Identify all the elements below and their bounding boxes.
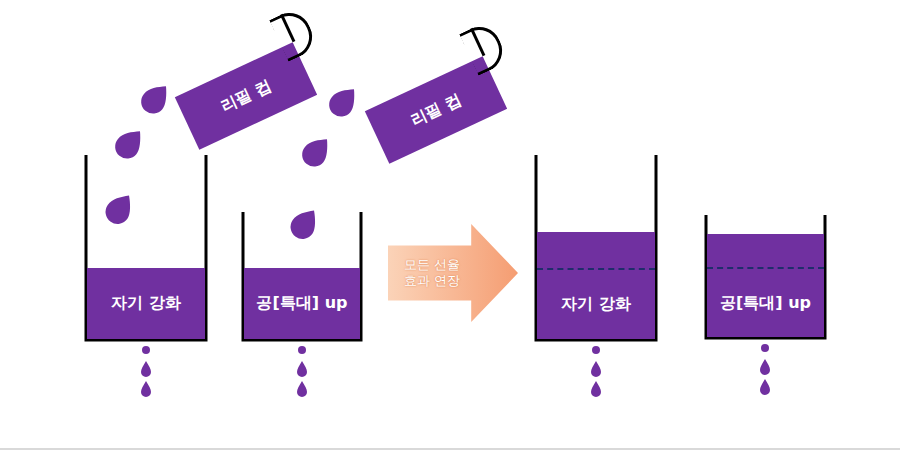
liquid-band: 자기 강화 xyxy=(537,232,655,339)
refill-cup: 리필 컵 xyxy=(365,56,507,164)
cup-outline xyxy=(86,155,825,340)
cup-rim xyxy=(470,28,485,56)
arrow-label: 모든 선율 효과 연장 xyxy=(396,257,468,290)
cup-rim xyxy=(280,14,295,42)
node-label: 리필 컵 xyxy=(407,89,464,131)
bottom-rule xyxy=(0,448,900,450)
node-label: 공[특대] up xyxy=(720,293,811,314)
leaking-drops xyxy=(141,344,770,397)
cup-handle xyxy=(459,20,509,76)
liquid-band: 자기 강화 xyxy=(87,268,205,339)
node-label: 자기 강화 xyxy=(561,294,631,315)
arrow-shape: 모든 선율 효과 연장 xyxy=(388,224,518,322)
node-label: 자기 강화 xyxy=(111,293,181,314)
previous-level-line xyxy=(537,268,655,270)
liquid-band: 공[특대] up xyxy=(244,268,360,339)
node-label: 리필 컵 xyxy=(217,75,274,117)
refill-cup: 리필 컵 xyxy=(175,42,317,150)
previous-level-line xyxy=(707,267,824,269)
cup-handle xyxy=(269,6,319,62)
liquid-band: 공[특대] up xyxy=(707,234,824,337)
node-label: 공[특대] up xyxy=(256,293,347,314)
